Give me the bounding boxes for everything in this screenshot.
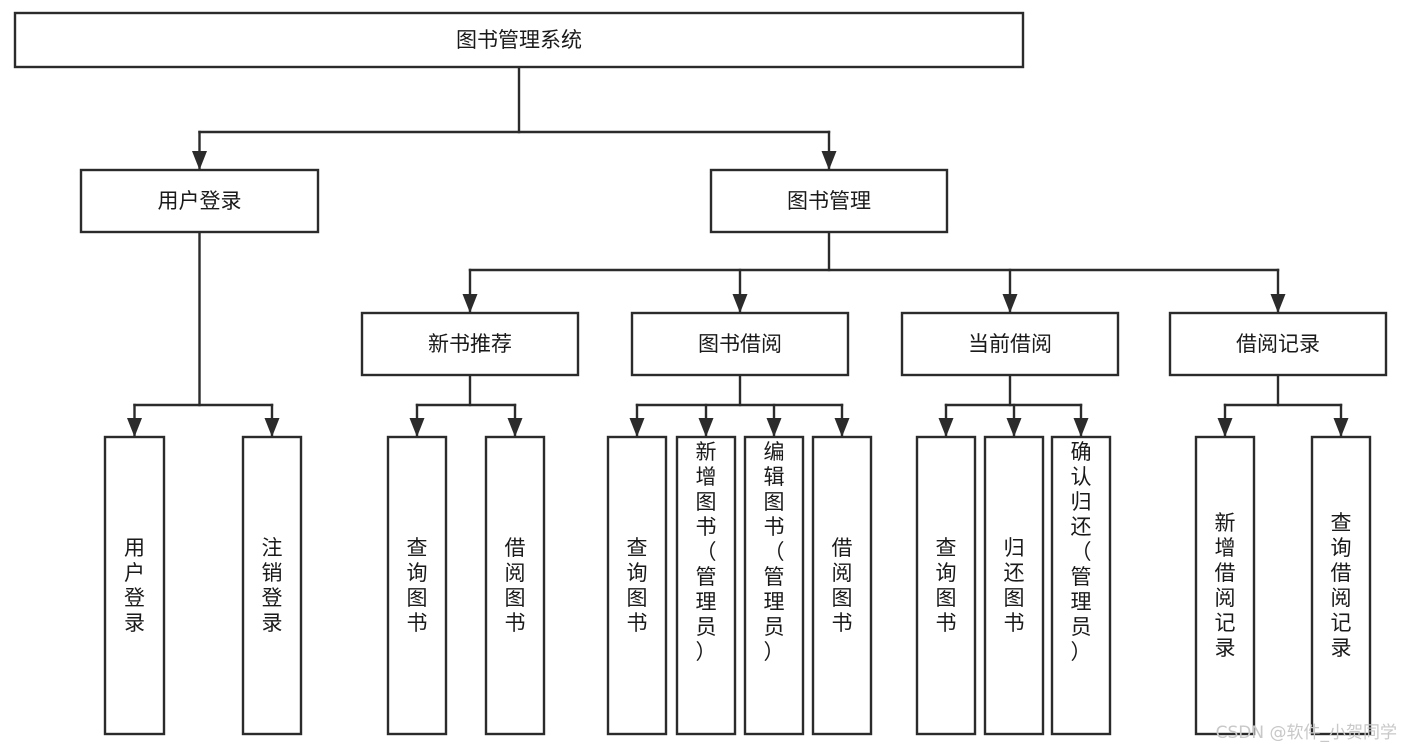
node-label-book-management: 图书管理 (787, 189, 871, 213)
node-box-query-book-1 (386, 435, 448, 736)
node-label-logout-leaf: 注销登录 (262, 536, 283, 635)
node-label-borrow-book-1: 借阅图书 (505, 536, 526, 635)
node-label-root: 图书管理系统 (456, 28, 582, 52)
node-return-book[interactable]: 归还图书 (983, 435, 1045, 736)
node-box-logout-leaf (241, 435, 303, 736)
borrowrecord-to-leaf-arrow-icon-0 (1217, 418, 1233, 437)
node-current-borrow[interactable]: 当前借阅 (900, 311, 1120, 377)
node-logout-leaf[interactable]: 注销登录 (241, 435, 303, 736)
node-box-book-borrow (630, 311, 850, 377)
borrowrecord-to-leaf-arrow-icon-1 (1333, 418, 1349, 437)
node-query-book-3[interactable]: 查询图书 (915, 435, 977, 736)
node-label-add-borrow-record: 新增借阅记录 (1215, 511, 1236, 660)
node-book-borrow[interactable]: 图书借阅 (630, 311, 850, 377)
bookmgmt-to-l3-arrow-icon-1 (732, 294, 748, 313)
connectors-layer (127, 65, 1349, 438)
node-add-book-admin[interactable]: 新增图书（管理员） (675, 435, 737, 736)
node-user-login-leaf[interactable]: 用户登录 (103, 435, 166, 736)
node-label-query-borrow-record: 查询借阅记录 (1331, 511, 1352, 660)
bookborrow-to-leaf-arrow-icon-1 (698, 418, 714, 437)
node-label-confirm-return-admin: 确认归还（管理员） (1071, 440, 1092, 664)
node-borrow-book-1[interactable]: 借阅图书 (484, 435, 546, 736)
root-to-l2-arrow-icon-0 (192, 151, 207, 170)
node-label-borrow-book-2: 借阅图书 (832, 536, 853, 635)
node-label-book-borrow: 图书借阅 (698, 332, 782, 356)
root-to-l2-arrow-icon-1 (821, 151, 837, 170)
node-box-query-book-3 (915, 435, 977, 736)
node-label-borrow-record: 借阅记录 (1236, 332, 1320, 356)
node-label-return-book: 归还图书 (1004, 536, 1025, 635)
userlogin-to-leaf-arrow-icon-1 (264, 418, 280, 437)
node-root[interactable]: 图书管理系统 (13, 11, 1025, 69)
node-box-confirm-return-admin (1050, 435, 1112, 736)
node-label-new-book-recommend: 新书推荐 (428, 332, 512, 356)
node-label-query-book-1: 查询图书 (407, 536, 428, 635)
bookborrow-to-leaf-arrow-icon-2 (766, 418, 782, 437)
node-box-new-book-recommend (360, 311, 580, 377)
nodes-layer: 图书管理系统用户登录图书管理用户登录注销登录新书推荐图书借阅当前借阅借阅记录查询… (13, 11, 1388, 736)
node-query-book-1[interactable]: 查询图书 (386, 435, 448, 736)
node-user-login[interactable]: 用户登录 (79, 168, 320, 234)
bookborrow-to-leaf-arrow-icon-0 (629, 418, 645, 437)
node-box-query-book-2 (606, 435, 668, 736)
currentborrow-to-leaf-arrow-icon-1 (1006, 418, 1022, 437)
node-box-add-borrow-record (1194, 435, 1256, 736)
node-book-management[interactable]: 图书管理 (709, 168, 949, 234)
node-box-borrow-book-2 (811, 435, 873, 736)
node-box-query-borrow-record (1310, 435, 1372, 736)
node-box-borrow-record (1168, 311, 1388, 377)
node-box-book-management (709, 168, 949, 234)
newbook-to-leaf-arrow-icon-1 (507, 418, 523, 437)
node-edit-book-admin[interactable]: 编辑图书（管理员） (743, 435, 805, 736)
node-label-edit-book-admin: 编辑图书（管理员） (764, 440, 785, 664)
node-box-root (13, 11, 1025, 69)
node-add-borrow-record[interactable]: 新增借阅记录 (1194, 435, 1256, 736)
node-query-borrow-record[interactable]: 查询借阅记录 (1310, 435, 1372, 736)
node-box-borrow-book-1 (484, 435, 546, 736)
currentborrow-to-leaf-arrow-icon-0 (938, 418, 954, 437)
csdn-watermark: CSDN @软件_小贺同学 (1215, 723, 1397, 743)
node-borrow-record[interactable]: 借阅记录 (1168, 311, 1388, 377)
node-label-user-login: 用户登录 (158, 189, 242, 213)
node-label-add-book-admin: 新增图书（管理员） (696, 440, 717, 664)
currentborrow-to-leaf-arrow-icon-2 (1073, 418, 1089, 437)
node-confirm-return-admin[interactable]: 确认归还（管理员） (1050, 435, 1112, 736)
bookmgmt-to-l3-arrow-icon-2 (1002, 294, 1018, 313)
node-label-query-book-2: 查询图书 (627, 536, 648, 635)
node-box-add-book-admin (675, 435, 737, 736)
bookmgmt-to-l3-arrow-icon-0 (462, 294, 478, 313)
node-box-return-book (983, 435, 1045, 736)
bookmgmt-to-l3-arrow-icon-3 (1270, 294, 1286, 313)
node-label-current-borrow: 当前借阅 (968, 332, 1052, 356)
node-box-current-borrow (900, 311, 1120, 377)
node-label-query-book-3: 查询图书 (936, 536, 957, 635)
newbook-to-leaf-arrow-icon-0 (409, 418, 425, 437)
node-box-user-login (79, 168, 320, 234)
userlogin-to-leaf-arrow-icon-0 (127, 418, 142, 437)
node-box-edit-book-admin (743, 435, 805, 736)
node-label-user-login-leaf: 用户登录 (124, 536, 145, 635)
node-borrow-book-2[interactable]: 借阅图书 (811, 435, 873, 736)
bookborrow-to-leaf-arrow-icon-3 (834, 418, 850, 437)
node-box-user-login-leaf (103, 435, 166, 736)
node-new-book-recommend[interactable]: 新书推荐 (360, 311, 580, 377)
node-query-book-2[interactable]: 查询图书 (606, 435, 668, 736)
